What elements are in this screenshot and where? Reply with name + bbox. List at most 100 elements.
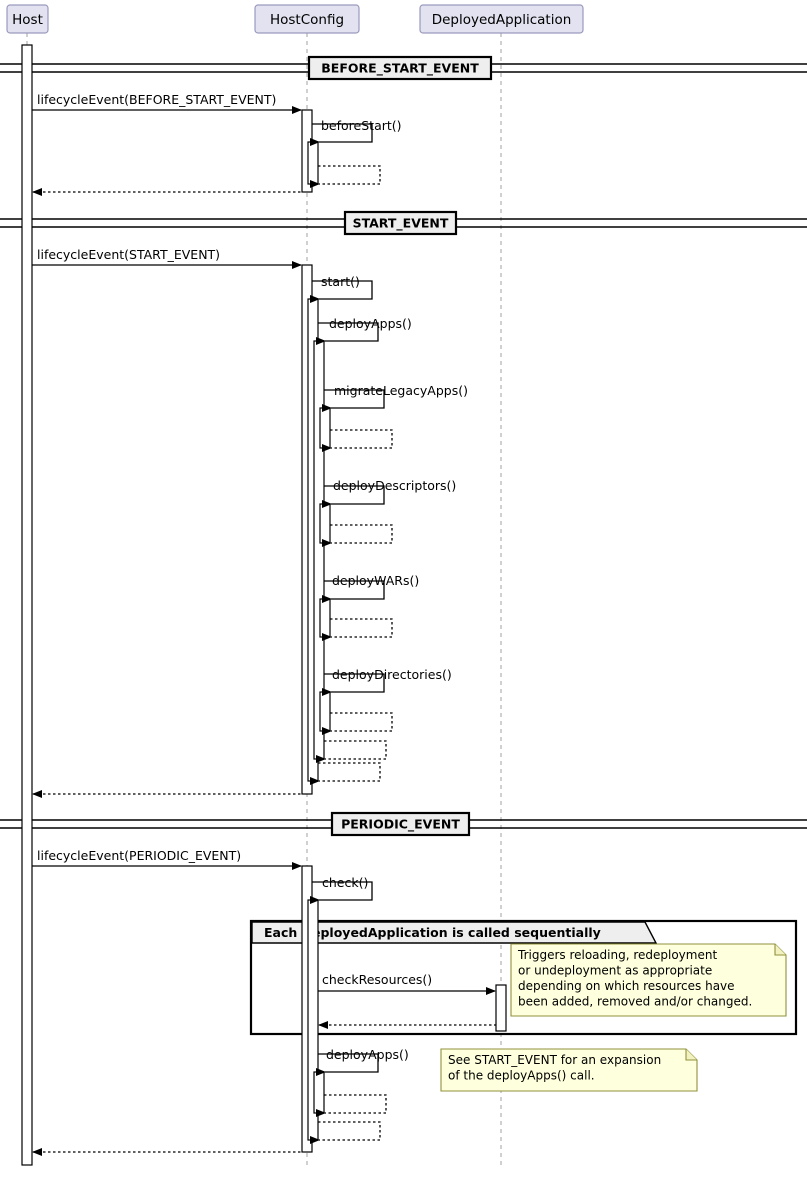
dividers-layer: BEFORE_START_EVENT START_EVENT PERIODIC_EV… bbox=[0, 55, 807, 837]
message-m12: deployWARs() bbox=[322, 573, 419, 603]
participant-hostconfig[interactable]: HostConfig bbox=[254, 4, 360, 34]
note-line: See START_EVENT for an expansion bbox=[448, 1053, 661, 1067]
message-label: deployApps() bbox=[326, 1047, 409, 1062]
message-m20: check() bbox=[310, 875, 373, 904]
divider-label: PERIODIC_EVENT bbox=[341, 817, 460, 833]
message-m2: beforeStart() bbox=[310, 118, 402, 146]
self-message-path bbox=[316, 740, 387, 763]
group-header bbox=[251, 921, 658, 944]
message-m14: deployDirectories() bbox=[322, 667, 452, 696]
message-m24 bbox=[316, 1094, 387, 1117]
message-m9 bbox=[322, 429, 393, 452]
divider-label: BEFORE_START_EVENT bbox=[321, 61, 479, 77]
self-message-path bbox=[310, 165, 381, 188]
self-message-path bbox=[310, 280, 373, 303]
message-label: deployApps() bbox=[329, 316, 412, 331]
divider-label: START_EVENT bbox=[353, 216, 449, 232]
message-label: deployDirectories() bbox=[332, 667, 452, 682]
self-message-path bbox=[322, 524, 393, 547]
activation-act-hostconfig-migrate bbox=[319, 407, 331, 449]
activation-act-hostconfig-before-start-self bbox=[307, 141, 319, 185]
note-body bbox=[510, 943, 787, 1017]
divider-before-start-event: BEFORE_START_EVENT bbox=[0, 55, 807, 81]
self-message-path bbox=[316, 322, 379, 345]
self-message-path bbox=[322, 485, 385, 508]
message-label: lifecycleEvent(PERIODIC_EVENT) bbox=[37, 848, 241, 863]
message-m7: deployApps() bbox=[316, 316, 412, 345]
self-message-path bbox=[310, 762, 381, 785]
participant-label: Host bbox=[12, 12, 43, 28]
note-fold-corner bbox=[685, 1049, 697, 1061]
lifelines-layer bbox=[26, 33, 502, 1169]
message-label: lifecycleEvent(START_EVENT) bbox=[37, 247, 220, 262]
message-m19: lifecycleEvent(PERIODIC_EVENT) bbox=[32, 848, 302, 870]
self-message-path bbox=[316, 1094, 387, 1117]
note-line: depending on which resources have bbox=[518, 979, 735, 993]
self-message-path bbox=[316, 1053, 379, 1076]
activation-act-hostconfig-wars bbox=[319, 598, 331, 638]
message-m5: lifecycleEvent(START_EVENT) bbox=[32, 247, 302, 269]
message-m3 bbox=[310, 165, 381, 188]
participant-box[interactable] bbox=[419, 4, 584, 34]
message-label: lifecycleEvent(BEFORE_START_EVENT) bbox=[37, 92, 276, 107]
self-message-path bbox=[310, 123, 373, 146]
message-m1: lifecycleEvent(BEFORE_START_EVENT) bbox=[32, 92, 302, 114]
message-m6: start() bbox=[310, 274, 373, 303]
self-message-path bbox=[322, 712, 393, 735]
note-check-resources: Triggers reloading, redeployment or undep… bbox=[510, 943, 787, 1017]
groups-layer: Each DeployedApplication is called seque… bbox=[249, 919, 798, 1036]
participant-heads-layer: Host HostConfig DeployedApplication bbox=[6, 4, 584, 34]
activation-act-hostconfig-directories bbox=[319, 691, 331, 732]
message-m15 bbox=[322, 712, 393, 735]
activations-layer bbox=[21, 44, 507, 1166]
self-message-path bbox=[322, 618, 393, 641]
note-line: Triggers reloading, redeployment bbox=[517, 948, 717, 962]
message-label: migrateLegacyApps() bbox=[334, 383, 468, 398]
message-m16 bbox=[316, 740, 387, 763]
message-label: check() bbox=[322, 875, 368, 890]
notes-layer: Triggers reloading, redeployment or undep… bbox=[440, 943, 787, 1092]
activation-act-hostconfig-descriptors bbox=[319, 503, 331, 544]
divider-periodic-event: PERIODIC_EVENT bbox=[0, 811, 807, 837]
self-message-path bbox=[322, 429, 393, 452]
message-label: deployDescriptors() bbox=[333, 478, 456, 493]
note-deploy-apps: See START_EVENT for an expansion of the d… bbox=[440, 1048, 698, 1092]
message-m10: deployDescriptors() bbox=[322, 478, 456, 508]
self-message-path bbox=[310, 881, 373, 904]
message-m17 bbox=[310, 762, 381, 785]
note-body bbox=[440, 1048, 698, 1092]
activation-act-host-main bbox=[21, 44, 33, 1166]
activation-act-hostconfig-periodic-deployapps bbox=[313, 1071, 325, 1114]
self-message-path bbox=[322, 389, 385, 412]
participant-label: DeployedApplication bbox=[432, 12, 572, 28]
note-line: been added, removed and/or changed. bbox=[518, 995, 752, 1009]
divider-box bbox=[307, 55, 493, 81]
message-m8: migrateLegacyApps() bbox=[322, 383, 468, 412]
group-header-label: Each DeployedApplication is called seque… bbox=[264, 925, 601, 940]
note-line: or undeployment as appropriate bbox=[518, 964, 712, 978]
participant-host[interactable]: Host bbox=[6, 4, 49, 34]
message-m13 bbox=[322, 618, 393, 641]
participant-box[interactable] bbox=[254, 4, 360, 34]
self-message-path bbox=[310, 1121, 381, 1144]
message-m23: deployApps() bbox=[316, 1047, 409, 1076]
group-frame bbox=[249, 919, 798, 1036]
divider-box bbox=[330, 811, 471, 837]
message-label: deployWARs() bbox=[332, 573, 419, 588]
participant-box[interactable] bbox=[6, 4, 49, 34]
self-message-path bbox=[322, 580, 385, 603]
message-m21: checkResources() bbox=[318, 972, 496, 995]
message-m25 bbox=[310, 1121, 381, 1144]
self-message-path bbox=[322, 673, 385, 696]
divider-start-event: START_EVENT bbox=[0, 210, 807, 236]
activation-act-deployedapp-checkresources bbox=[495, 984, 507, 1032]
note-fold-corner bbox=[774, 944, 786, 956]
participant-deployedapplication[interactable]: DeployedApplication bbox=[419, 4, 584, 34]
divider-box bbox=[343, 210, 458, 236]
note-line: of the deployApps() call. bbox=[448, 1069, 595, 1083]
messages-layer: lifecycleEvent(BEFORE_START_EVENT)before… bbox=[32, 92, 496, 1156]
message-label: checkResources() bbox=[322, 972, 432, 987]
participant-label: HostConfig bbox=[270, 12, 344, 28]
